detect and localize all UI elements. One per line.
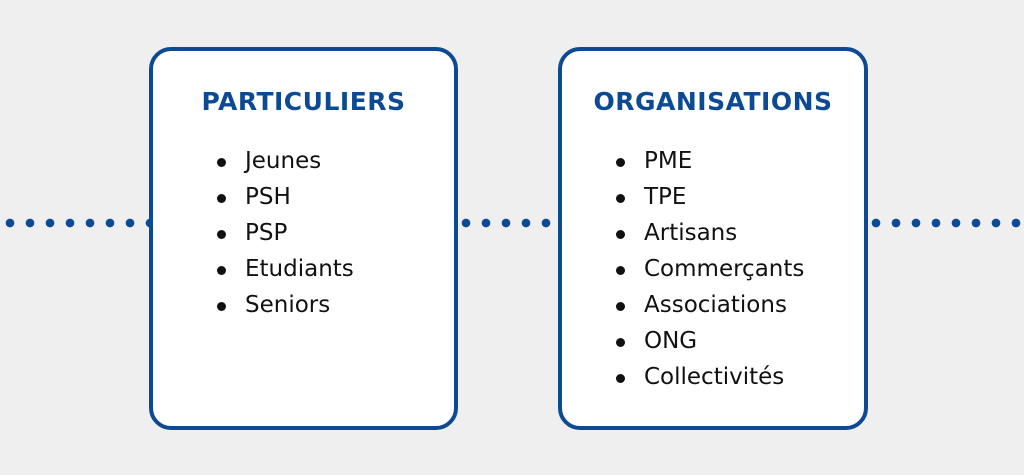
bullet-list: Jeunes PSH PSP Etudiants Seniors [153, 143, 454, 323]
dotted-connector-middle [456, 217, 560, 229]
list-item: PSP [217, 215, 454, 251]
list-item: Collectivités [616, 359, 864, 395]
list-item: PSH [217, 179, 454, 215]
card-organisations: ORGANISATIONS PME TPE Artisans Commerçan… [558, 47, 868, 430]
dotted-connector-left [0, 217, 150, 229]
dotted-connector-right [866, 217, 1024, 229]
list-item: Jeunes [217, 143, 454, 179]
list-item: Etudiants [217, 251, 454, 287]
bullet-list: PME TPE Artisans Commerçants Association… [562, 143, 864, 395]
list-item: Commerçants [616, 251, 864, 287]
card-title: PARTICULIERS [201, 87, 406, 116]
card-title: ORGANISATIONS [593, 87, 833, 116]
card-particuliers: PARTICULIERS Jeunes PSH PSP Etudiants Se… [149, 47, 458, 430]
list-item: PME [616, 143, 864, 179]
list-item: TPE [616, 179, 864, 215]
list-item: Artisans [616, 215, 864, 251]
list-item: Associations [616, 287, 864, 323]
list-item: Seniors [217, 287, 454, 323]
list-item: ONG [616, 323, 864, 359]
